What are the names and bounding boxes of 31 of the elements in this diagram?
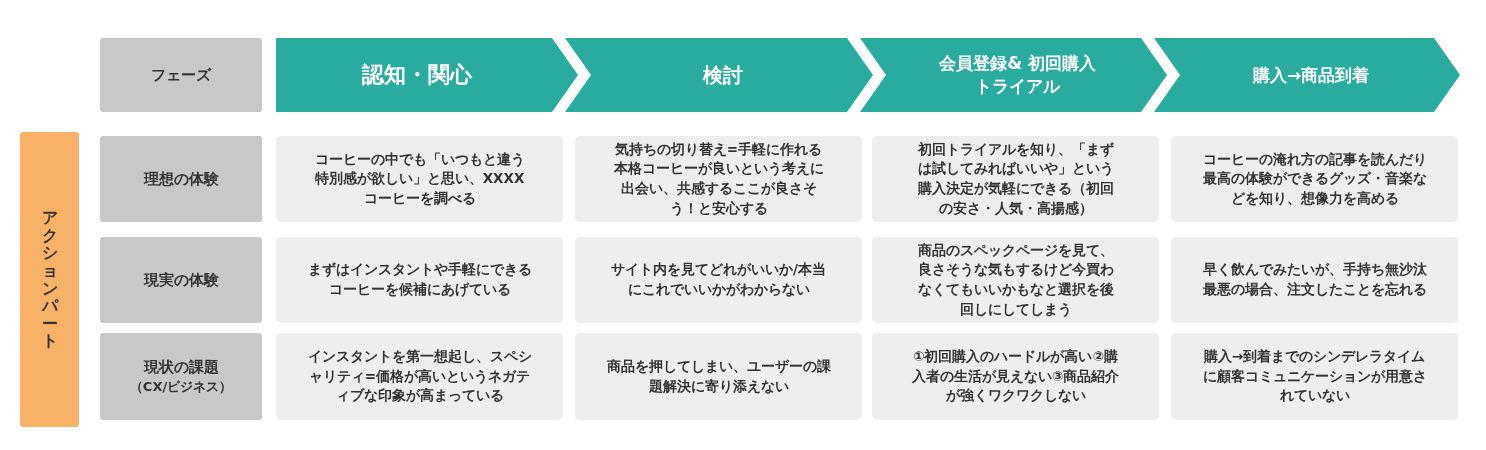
cell-text: 購入→到着までのシンデレラタイムに顧客コミュニケーションが用意されていない [1201, 347, 1428, 406]
row-header-cell [100, 38, 262, 112]
section-label: アクションパート [41, 209, 58, 350]
section-label-bar [20, 132, 79, 427]
phase-title: 認知・関心 [362, 61, 472, 90]
cell-text: ①初回購入のハードルが高い②購入者の生活が見えない③商品紹介が強くワクワクしない [910, 347, 1121, 406]
phase-header-band [1154, 38, 1460, 112]
row-header-cell [100, 136, 262, 222]
cell-text: 早く飲んでみたいが、手持ち無沙汰最悪の場合、注文したことを忘れる [1201, 260, 1428, 299]
cell-text: まずはインスタントや手軽にできるコーヒーを候補にあげている [306, 260, 533, 299]
phase-title: 会員登録& 初回購入トライアル [938, 52, 1097, 98]
row-header-label: 現状の課題 [143, 356, 219, 378]
cell-text: 初回トライアルを知り、「まずは試してみればいいや」という購入決定が気軽にできる（初回の安さ・人気・高揚感） [916, 139, 1115, 218]
phase-title: 検討 [703, 61, 743, 89]
phase-title: 購入→商品到着 [1252, 63, 1370, 87]
phase-header-band [276, 38, 578, 112]
row-header-label: 理想の体験 [143, 168, 219, 190]
row-header-sublabel: （CX/ビジネス） [129, 377, 233, 396]
cell-text: インスタントを第一想起し、スペシャリティ=価格が高いというネガティブな印象が高まっている [306, 347, 533, 406]
cell-text: 気持ちの切り替え=手軽に作れる本格コーヒーが良いという考えに出会い、共感するここが良さそう！と安心する [612, 139, 825, 218]
row-header-cell [100, 333, 262, 420]
cell-text: サイト内を見てどれがいいか/本当にこれでいいかがわからない [610, 260, 827, 299]
cell-text: コーヒーの中でも「いつもと違う特別感が欲しい」と思い、XXXXコーヒーを調べる [313, 149, 526, 208]
phase-header-band [860, 38, 1167, 112]
row-header-label: フェーズ [151, 64, 211, 86]
cell-text: 商品を押してしまい、ユーザーの課題解決に寄り添えない [605, 356, 832, 396]
phase-header-band [565, 38, 873, 112]
cell-text: コーヒーの淹れ方の記事を読んだり最高の体験ができるグッズ・音楽などを知り、想像力を高める [1201, 149, 1428, 208]
row-header-label: 現実の体験 [143, 269, 219, 291]
row-header-cell [100, 237, 262, 323]
cell-text: 商品のスペックページを見て、良さそうな気もするけど今買わなくてもいいかもなと選択を後回しにしてしまう [916, 240, 1115, 319]
